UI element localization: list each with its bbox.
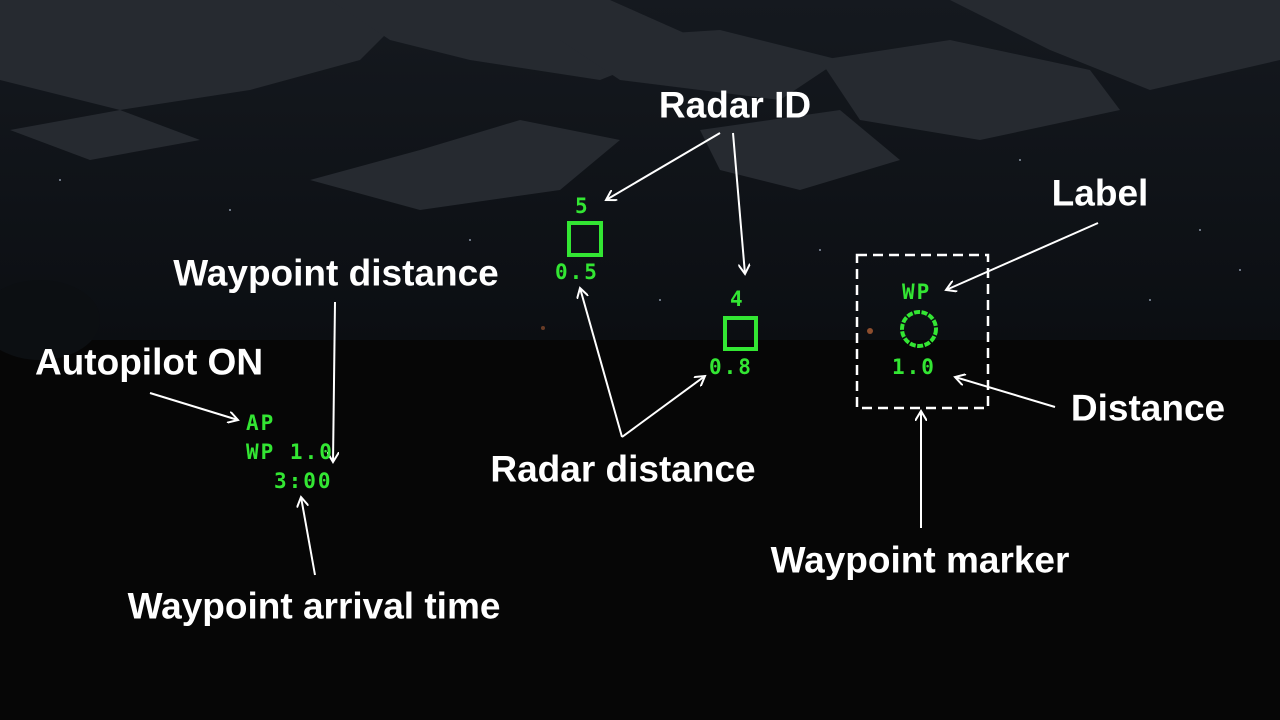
waypoint-marker-distance: 1.0: [892, 355, 936, 379]
annotation-radar-distance: Radar distance: [490, 448, 756, 490]
annotation-waypoint-distance: Waypoint distance: [173, 252, 499, 294]
radar-contact-id: 5: [575, 194, 590, 218]
annotation-waypoint-marker: Waypoint marker: [770, 539, 1070, 581]
autopilot-indicator: AP: [246, 411, 276, 435]
annotation-autopilot-on: Autopilot ON: [34, 341, 264, 383]
annotation-radar-id: Radar ID: [658, 84, 812, 126]
annotation-waypoint-arrival-time: Waypoint arrival time: [127, 585, 501, 627]
waypoint-arrival-time: 3:00: [274, 469, 333, 493]
waypoint-marker-highlight-box: [855, 253, 990, 410]
radar-contact-box-5[interactable]: [567, 221, 603, 257]
annotation-distance: Distance: [1070, 387, 1226, 429]
waypoint-circle-icon[interactable]: [900, 310, 938, 348]
stars: [59, 159, 1241, 301]
mountain-silhouettes: [0, 0, 1280, 210]
waypoint-label: WP: [902, 280, 932, 304]
waypoint-distance-readout: WP 1.0: [246, 440, 334, 464]
radar-contact-distance: 0.5: [555, 260, 599, 284]
radar-contact-distance: 0.8: [709, 355, 753, 379]
radar-contact-id: 4: [730, 287, 745, 311]
annotation-label: Label: [1051, 172, 1149, 214]
annotation-arrows: [149, 132, 1099, 576]
radar-contact-box-4[interactable]: [723, 316, 758, 351]
